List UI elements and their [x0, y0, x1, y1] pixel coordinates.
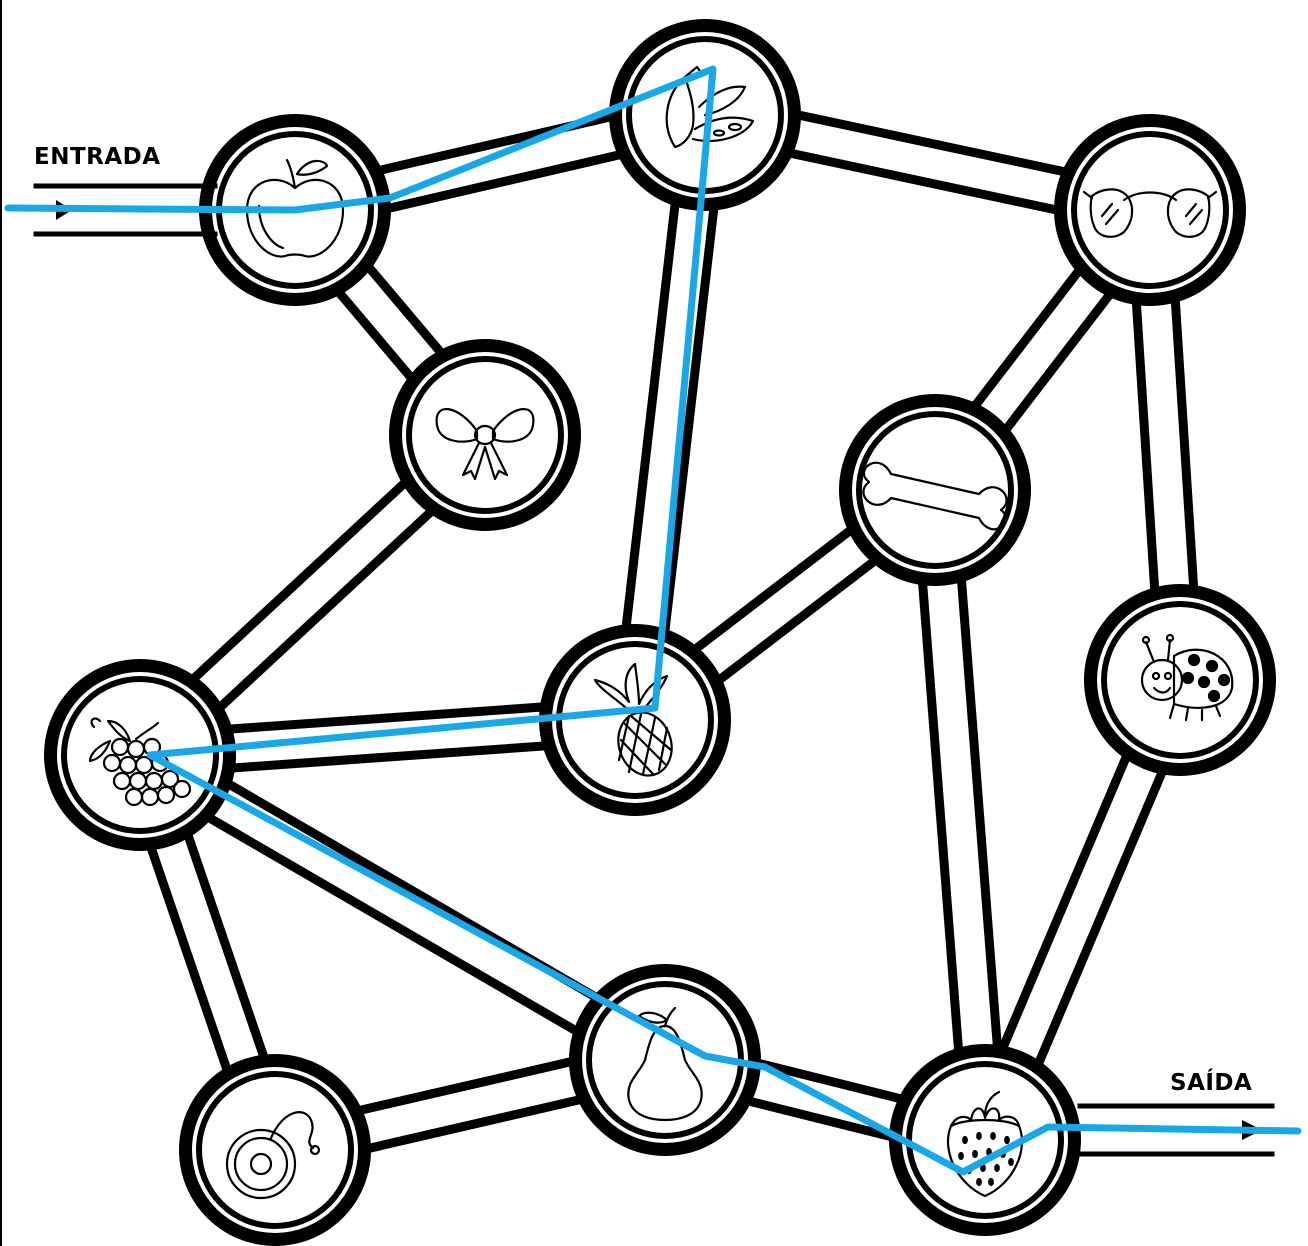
node-ladybug	[1084, 584, 1276, 776]
node-glasses	[1054, 114, 1246, 306]
node-inner-ring	[1071, 131, 1229, 289]
node-bow	[389, 339, 581, 531]
strawberry-icon	[946, 1090, 1024, 1198]
node-inner-ring	[196, 1071, 354, 1229]
ladybug-icon	[1140, 633, 1234, 722]
node-pear	[569, 964, 761, 1156]
solution-route	[4, 65, 1302, 1176]
corridor-grapes-pear	[132, 742, 673, 1073]
node-bone	[839, 394, 1031, 586]
yoyo-icon	[225, 1111, 321, 1200]
node-inner-ring	[1101, 601, 1259, 759]
node-inner-ring	[906, 1061, 1064, 1219]
node-inner-ring	[856, 411, 1014, 569]
left-border	[0, 0, 2, 1246]
node-inner-ring	[406, 356, 564, 514]
exit-label: SAÍDA	[1170, 1070, 1253, 1096]
grapes-icon	[88, 717, 192, 807]
bow-icon	[435, 408, 535, 481]
pear-icon	[627, 1006, 703, 1122]
corridor-bone-strawberry	[920, 488, 1000, 1142]
solution-line	[4, 65, 1302, 1176]
node-strawberry	[889, 1044, 1081, 1236]
corridor-banana-pineapple	[620, 113, 720, 722]
banana-icon	[665, 65, 755, 149]
pineapple-icon	[593, 662, 673, 777]
node-grapes	[44, 659, 236, 851]
node-yoyo	[179, 1054, 371, 1246]
node-pineapple	[539, 624, 731, 816]
bone-icon	[862, 461, 1008, 531]
glasses-icon	[1082, 188, 1218, 238]
entrance-label: ENTRADA	[34, 144, 161, 170]
